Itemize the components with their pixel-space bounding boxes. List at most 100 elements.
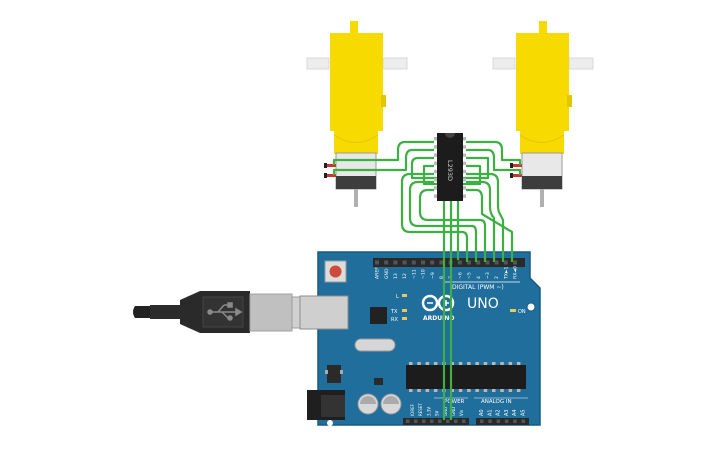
digital-pin-label: ~6	[457, 272, 463, 279]
analog-pin-label: A3	[504, 409, 510, 416]
jumper-wire[interactable]	[408, 180, 478, 262]
digital-pin-hole[interactable]	[411, 260, 416, 265]
digital-pin-hole[interactable]	[476, 260, 481, 265]
jumper-wire[interactable]	[466, 188, 514, 262]
digital-pin-label: AREF	[375, 267, 381, 279]
led-tx	[402, 309, 407, 312]
mcu-pin	[450, 362, 454, 365]
digital-pin-label: GND	[384, 268, 390, 279]
left-motor-terminal-1[interactable]	[326, 164, 336, 167]
jumper-wire[interactable]	[466, 148, 522, 175]
analog-pin-hole[interactable]	[513, 419, 517, 424]
power-pin-hole[interactable]	[406, 419, 410, 424]
digital-pin-hole[interactable]	[393, 260, 398, 265]
analog-pin-hole[interactable]	[488, 419, 492, 424]
mcu-pin	[425, 362, 430, 365]
analog-pin-hole[interactable]	[496, 419, 501, 424]
analog-pin-hole[interactable]	[504, 419, 509, 424]
arduino-logo-text: ARDUINO	[423, 315, 454, 322]
mcu-pin	[500, 389, 504, 392]
mcu-pin	[467, 362, 471, 365]
analog-pin-label: A2	[496, 409, 502, 416]
driver-pin	[463, 137, 466, 141]
digital-pin-hole[interactable]	[402, 260, 407, 265]
digital-pin-hole[interactable]	[503, 260, 508, 265]
mcu-pin	[409, 389, 413, 392]
digital-pin-hole[interactable]	[513, 260, 517, 265]
l293d-motor-driver[interactable]: L293D	[434, 133, 466, 201]
digital-pin-hole[interactable]	[384, 260, 389, 265]
driver-pin	[434, 178, 437, 182]
jumper-wire[interactable]	[466, 180, 496, 262]
power-pin-hole[interactable]	[446, 419, 450, 424]
power-header	[403, 418, 469, 425]
right-dc-motor[interactable]	[492, 21, 594, 207]
power-pin-hole[interactable]	[422, 419, 426, 424]
mcu-pin	[417, 389, 421, 392]
right-motor-terminal-1[interactable]	[512, 164, 522, 167]
usb-jack	[299, 295, 349, 330]
mcu-pin	[433, 389, 438, 392]
mcu-pin	[483, 389, 488, 392]
power-pin-label: GND	[443, 407, 448, 416]
jumper-wire[interactable]	[332, 140, 434, 165]
digital-pin-label: ~3	[485, 272, 491, 279]
digital-pin-hole[interactable]	[467, 260, 471, 265]
jumper-wire[interactable]	[418, 188, 487, 262]
right-motor-terminal-2[interactable]	[512, 174, 522, 177]
mcu-pin	[458, 389, 463, 392]
on-led	[510, 309, 516, 312]
driver-pin	[434, 161, 437, 166]
power-pin-hole[interactable]	[462, 419, 466, 424]
digital-pin-hole[interactable]	[494, 260, 499, 265]
analog-pin-hole[interactable]	[521, 419, 526, 424]
jumper-wires[interactable]	[332, 140, 522, 420]
jumper-wire[interactable]	[466, 140, 522, 165]
analog-pin-hole[interactable]	[480, 419, 484, 424]
power-pin-hole[interactable]	[430, 419, 434, 424]
driver-ic-body	[437, 133, 463, 201]
jumper-wire[interactable]	[400, 172, 469, 262]
led-rx	[402, 317, 407, 320]
left-motor-terminal-2[interactable]	[326, 174, 336, 177]
led-l	[402, 294, 407, 297]
reset-button[interactable]	[324, 260, 347, 283]
power-pin-label: Vin	[459, 409, 464, 416]
mcu-pin	[467, 389, 471, 392]
bottom-header-pins	[406, 419, 526, 424]
power-pin-hole[interactable]	[414, 419, 418, 424]
power-pin-label: 3.3V	[426, 407, 431, 416]
mcu-pin	[516, 362, 521, 365]
mcu-pin	[492, 362, 496, 365]
digital-pin-hole[interactable]	[485, 260, 490, 265]
atmega-mcu	[406, 365, 526, 389]
led-l-label: L	[396, 294, 399, 300]
analog-pin-label: A4	[512, 409, 518, 416]
mcu-pin	[417, 362, 421, 365]
digital-pin-hole[interactable]	[421, 260, 425, 265]
digital-pin-label: 8	[439, 276, 445, 279]
board-model: UNO	[467, 296, 499, 312]
jumper-wire[interactable]	[466, 172, 505, 262]
jumper-wire[interactable]	[332, 148, 434, 175]
driver-pin	[434, 169, 437, 174]
power-pin-hole[interactable]	[454, 419, 458, 424]
digital-pin-label: TX►1	[503, 267, 509, 280]
power-pin-label: RESET	[418, 403, 423, 416]
digital-pin-hole[interactable]	[439, 260, 444, 265]
driver-pin	[463, 161, 466, 166]
driver-pin	[434, 186, 437, 190]
digital-pin-hole[interactable]	[375, 260, 379, 265]
digital-pin-hole[interactable]	[457, 260, 462, 265]
digital-pin-label: 4	[476, 276, 482, 279]
left-dc-motor[interactable]	[306, 21, 408, 207]
digital-pin-hole[interactable]	[430, 260, 435, 265]
power-pin-hole[interactable]	[438, 419, 442, 424]
digital-pin-label: RX◄0	[513, 266, 519, 279]
power-pin-label: GND	[451, 407, 456, 416]
digital-pin-label: 13	[393, 273, 399, 279]
analog-pin-label: A5	[521, 409, 527, 416]
mcu-pin	[425, 389, 430, 392]
